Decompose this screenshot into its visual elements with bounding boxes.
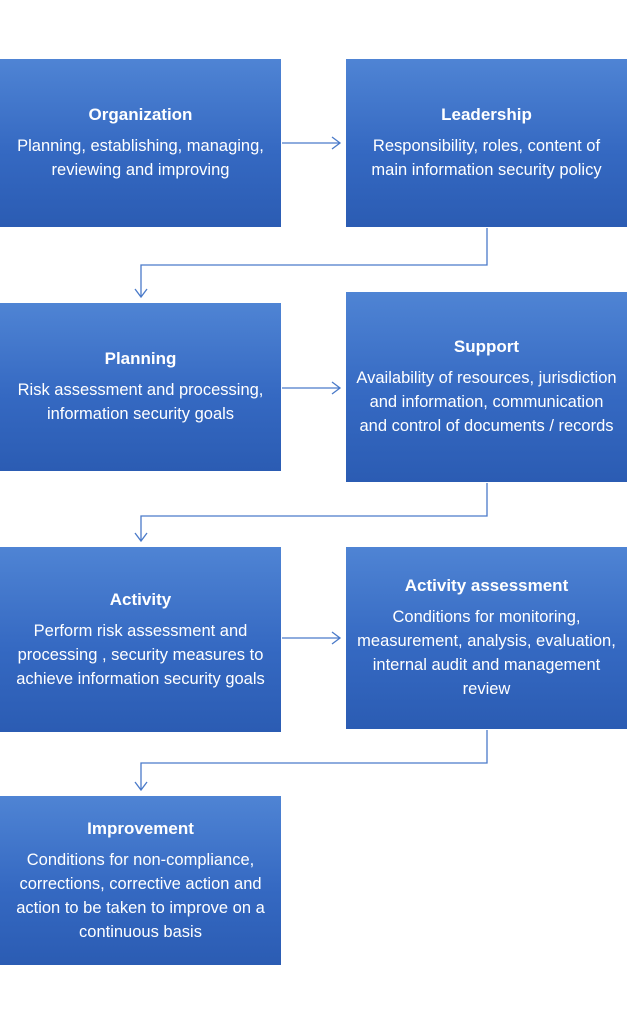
box-leadership: Leadership Responsibility, roles, conten… (346, 59, 627, 227)
box-body: Risk assessment and processing, informat… (17, 381, 264, 423)
box-organization: Organization Planning, establishing, man… (0, 59, 281, 227)
box-title: Support (453, 337, 520, 356)
box-body: Responsibility, roles, content of main i… (371, 137, 602, 179)
box-body: Conditions for monitoring, measurement, … (357, 608, 616, 698)
box-title: Improvement (87, 818, 194, 838)
box-body: Availability of resources, jurisdiction … (356, 369, 617, 435)
box-title: Activity assessment (404, 576, 569, 595)
box-body: Planning, establishing, managing, review… (17, 137, 264, 179)
box-title: Leadership (441, 105, 532, 124)
arrow-planning-to-support (282, 381, 342, 395)
box-support: Support Availability of resources, juris… (346, 292, 627, 482)
box-improvement: Improvement Conditions for non-complianc… (0, 796, 281, 965)
box-title: Planning (104, 349, 177, 368)
box-title: Organization (88, 105, 193, 124)
arrow-leadership-to-planning (134, 228, 488, 299)
arrow-activity-to-assessment (282, 631, 342, 645)
arrow-organization-to-leadership (282, 136, 342, 150)
box-planning: Planning Risk assessment and processing,… (0, 303, 281, 471)
box-body: Conditions for non-compliance, correctio… (16, 850, 265, 941)
box-title: Activity (109, 589, 172, 609)
box-body: Perform risk assessment and processing ,… (16, 621, 265, 688)
arrow-support-to-activity (134, 483, 488, 543)
box-activity: Activity Perform risk assessment and pro… (0, 547, 281, 732)
arrow-assessment-to-improvement (134, 730, 488, 792)
box-activity-assessment: Activity assessment Conditions for monit… (346, 547, 627, 729)
